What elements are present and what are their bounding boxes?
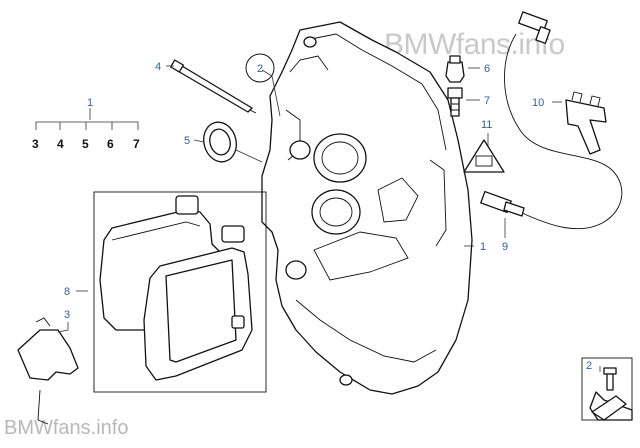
callout-bleeder-valve[interactable]: 7 (484, 95, 490, 107)
bleeder-cap[interactable] (445, 55, 465, 83)
callout-kit-group[interactable]: 1 (87, 97, 93, 109)
bleeder-valve[interactable] (447, 87, 463, 117)
cable-clip[interactable] (565, 91, 607, 155)
callout-bolt[interactable]: 2 (257, 63, 263, 75)
watermark-main: BMWfans.info (384, 28, 565, 61)
guide-bolt[interactable] (170, 59, 257, 114)
callout-sensor[interactable]: 9 (502, 241, 508, 253)
brake-pad-set[interactable] (93, 191, 267, 393)
bolt-callout-circle (245, 53, 275, 83)
anti-rattle-spring[interactable] (17, 317, 79, 425)
callout-bleeder-cap[interactable]: 6 (484, 63, 490, 75)
callout-clip[interactable]: 10 (532, 97, 544, 109)
wear-sensor[interactable] (480, 11, 623, 230)
leader-lines (35, 65, 601, 372)
kit-item-5[interactable]: 5 (82, 137, 89, 151)
kit-item-3[interactable]: 3 (32, 137, 39, 151)
callout-caliper[interactable]: 1 (480, 241, 486, 253)
callout-spring[interactable]: 3 (64, 309, 70, 321)
seal-ring[interactable] (199, 119, 263, 166)
callout-seal[interactable]: 5 (184, 135, 190, 147)
warning-label[interactable] (463, 139, 505, 173)
bolt-detail-panel[interactable] (581, 357, 633, 421)
kit-item-4[interactable]: 4 (57, 137, 64, 151)
brake-caliper[interactable] (261, 21, 473, 395)
callout-bolt-corner[interactable]: 2 (586, 360, 592, 372)
callout-pads[interactable]: 8 (64, 286, 70, 298)
watermark-corner: BMWfans.info (4, 417, 129, 439)
kit-item-6[interactable]: 6 (107, 137, 114, 151)
callout-guide-bolt[interactable]: 4 (155, 61, 161, 73)
callout-warning-label[interactable]: 11 (481, 119, 492, 131)
kit-item-7[interactable]: 7 (133, 137, 140, 151)
